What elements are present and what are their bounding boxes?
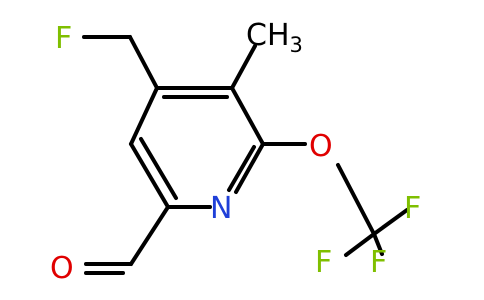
atom-fluorine-1: F — [55, 21, 72, 56]
atom-fluorine-2: F — [404, 191, 421, 226]
bond-ring-c3-c2 — [230, 86, 265, 146]
bond-ring-ch3 — [230, 44, 257, 90]
bond-cf3-f-left — [344, 232, 376, 257]
atom-methyl-subscript: 3 — [290, 33, 303, 57]
atom-fluorine-4: F — [370, 245, 387, 280]
bond-cf3-f-down — [372, 232, 384, 256]
bond-ring-c6-c5-double — [139, 137, 178, 200]
atom-oxygen-aldehyde: O — [50, 251, 74, 286]
atom-oxygen-ether: O — [309, 129, 333, 164]
bond-o-cf3 — [336, 163, 376, 236]
atom-labels: F CH3 O N F F F O — [50, 18, 421, 286]
bond-ring-c6-c5 — [129, 142, 170, 209]
atom-fluorine-3: F — [315, 245, 332, 280]
bond-ring-c2-n — [234, 142, 265, 194]
atom-nitrogen: N — [210, 191, 232, 226]
bond-ring-c5-c4 — [129, 86, 159, 146]
bond-ring-c2-n-double — [227, 145, 256, 192]
atom-methyl-label: CH — [246, 18, 290, 53]
atom-methyl: CH3 — [246, 18, 303, 57]
bond-c6-cho — [129, 205, 170, 266]
bonds — [82, 35, 409, 275]
bond-ch2-ring — [128, 35, 159, 90]
bond-cf3-f-right — [372, 208, 409, 236]
